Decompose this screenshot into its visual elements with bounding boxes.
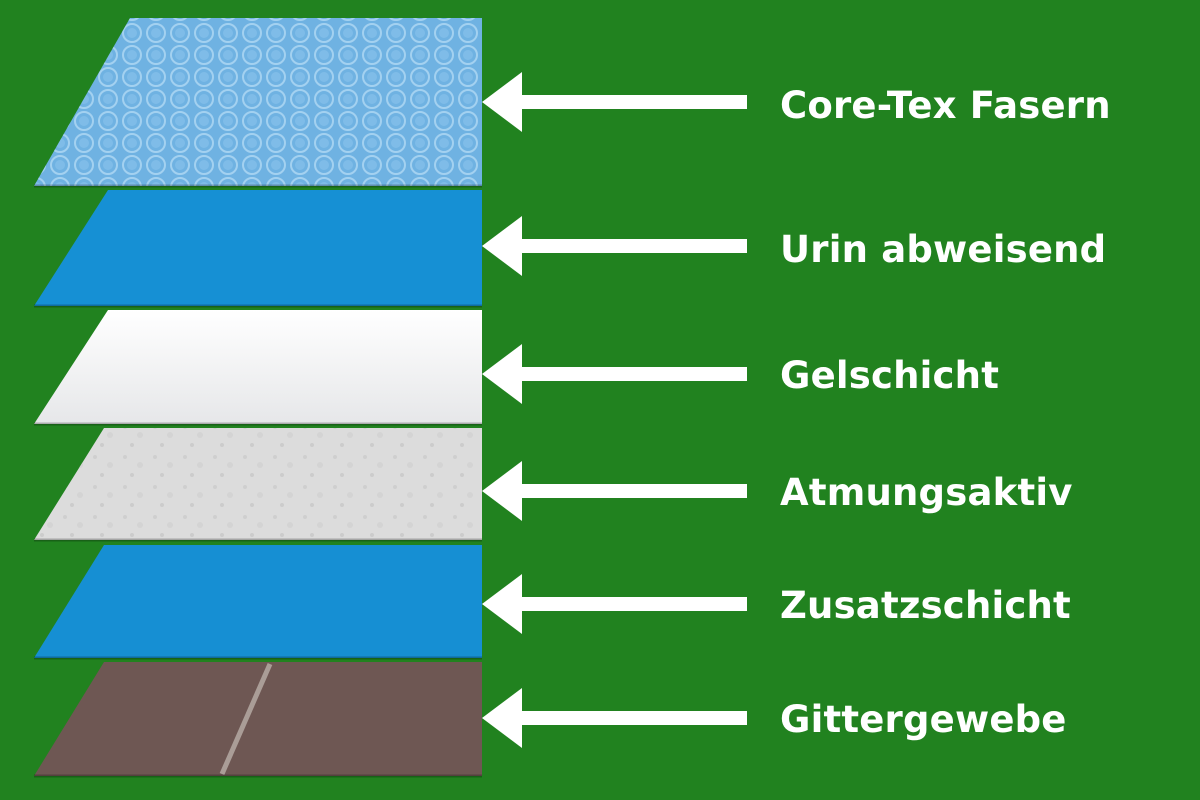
slab-gitter xyxy=(34,662,482,778)
arrow-gel-shaft xyxy=(515,367,747,381)
slab-gitter-face xyxy=(34,662,482,776)
arrow-atmung-shaft xyxy=(515,484,747,498)
arrow-gel xyxy=(482,344,747,404)
arrow-core-tex-head xyxy=(482,72,522,132)
label-zusatzschicht: Zusatzschicht xyxy=(780,584,1071,627)
arrow-zusatz-shaft xyxy=(515,597,747,611)
slab-zusatz xyxy=(34,545,482,660)
arrow-gel-head xyxy=(482,344,522,404)
slab-urin-face xyxy=(34,190,482,306)
label-gelschicht: Gelschicht xyxy=(780,354,1000,397)
arrow-gitter xyxy=(482,688,747,748)
arrow-urin xyxy=(482,216,747,276)
slab-zusatz-face xyxy=(34,545,482,658)
arrow-core-tex-shaft xyxy=(515,95,747,109)
label-atmungsaktiv: Atmungsaktiv xyxy=(780,471,1073,514)
arrow-atmung xyxy=(482,461,747,521)
arrow-atmung-head xyxy=(482,461,522,521)
arrow-zusatz-head xyxy=(482,574,522,634)
slab-core-tex xyxy=(34,18,482,188)
slab-gel-face xyxy=(34,310,482,424)
slab-atmung xyxy=(34,428,482,542)
label-gittergewebe: Gittergewebe xyxy=(780,698,1067,741)
arrow-core-tex xyxy=(482,72,747,132)
arrow-urin-head xyxy=(482,216,522,276)
label-core-tex-fasern: Core-Tex Fasern xyxy=(780,84,1111,127)
slab-gitter-seam xyxy=(219,663,273,775)
slab-gel xyxy=(34,310,482,426)
slab-core-tex-texture xyxy=(34,18,482,186)
arrow-urin-shaft xyxy=(515,239,747,253)
arrow-gitter-head xyxy=(482,688,522,748)
slab-atmung-texture xyxy=(34,428,482,540)
slab-urin xyxy=(34,190,482,308)
arrow-zusatz xyxy=(482,574,747,634)
arrow-gitter-shaft xyxy=(515,711,747,725)
label-urin-abweisend: Urin abweisend xyxy=(780,228,1107,271)
